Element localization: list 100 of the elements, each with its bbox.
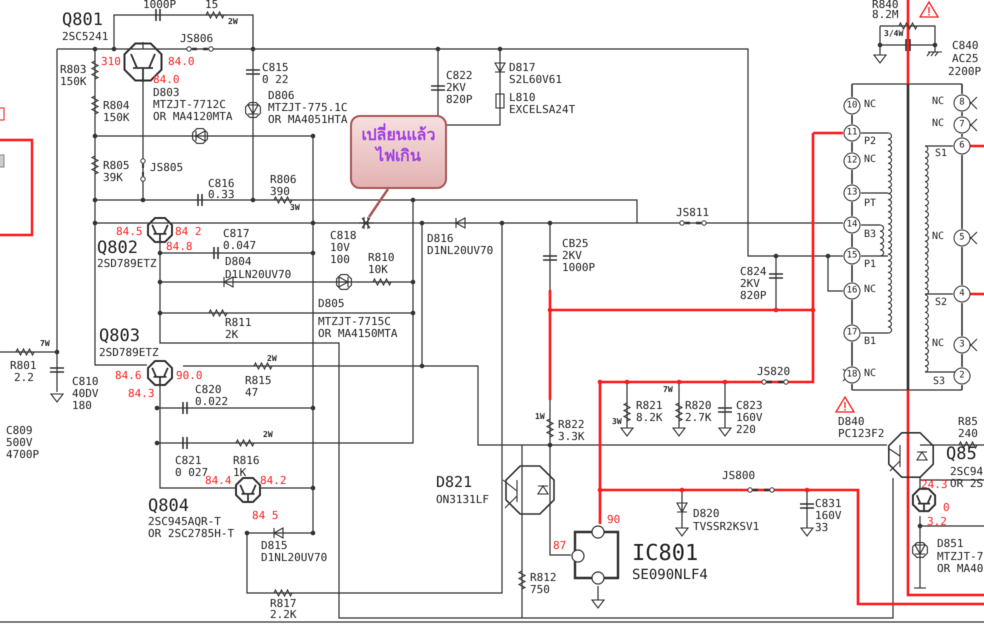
pin-number: 18 [844,366,860,384]
wattage-label: 2W [263,431,273,439]
part-label: 2SD789ETZ [97,258,157,269]
part-label: 10V [330,242,350,253]
part-label: D1NL20UV70 [427,245,494,256]
part-label: 2.7K [685,412,712,423]
pin-number: 16 [844,282,860,300]
part-label: D816 [427,233,454,244]
wattage-label: 3W [290,204,300,212]
part-label: TVSSR2KSV1 [693,521,760,532]
voltage-reading: 84 5 [252,510,278,521]
part-label: R803 [60,64,86,75]
part-label: JS806 [180,33,214,44]
part-label: 2KV [562,250,582,261]
winding-label: P1 [864,260,876,270]
part-label: 47 [245,387,258,398]
winding-label: S3 [933,377,946,387]
part-label: IC801 [632,543,698,565]
part-label: 2KV [740,278,760,289]
part-label: C822 [446,70,472,81]
part-label: R801 [10,360,36,371]
winding-label: S1 [935,149,948,159]
callout-bubble: เปลี่ยนแล้วไฟเกิน [350,115,447,189]
pin-number: 2 [954,368,970,384]
part-label: C815 [262,62,288,73]
part-label: 4700P [6,449,40,460]
part-label: C816 [208,178,234,189]
part-label: ON3131LF [436,494,489,505]
part-label: CB25 [562,238,588,249]
part-label: 240 [958,428,978,439]
part-label: C818 [330,230,356,241]
winding-label: NC [864,155,876,165]
pin-number: 10 [844,98,860,114]
part-label: OR MA4051HTA [268,114,348,125]
part-label: 2SC5241 [62,31,108,42]
part-label: 160V [815,510,842,521]
part-label: OR MA4150MTA [318,328,398,339]
part-label: 820P [446,94,472,105]
pin-number: 13 [844,184,860,202]
part-label: R822 [558,419,584,430]
part-label: D806 [268,90,294,101]
part-label: L810 [509,92,536,103]
winding-label: NC [864,369,876,379]
wattage-label: 2W [267,355,277,363]
part-label: OR 2S [950,478,984,489]
voltage-reading: 90.0 [176,370,202,381]
part-label: JS820 [757,366,790,377]
part-label: 2SC94 [950,466,984,477]
part-label: R85 [958,416,978,427]
part-label: Q802 [97,240,138,257]
part-label: 2K [225,329,238,340]
part-label: D1LN20UV70 [225,269,292,280]
part-label: SE090NLF4 [632,568,708,582]
part-label: R821 [636,400,662,411]
part-label: 2SC945AQR-T [148,516,221,527]
part-label: R805 [103,160,130,171]
voltage-reading: 84.4 [205,475,232,486]
part-label: 10K [368,264,388,275]
part-label: 33 [815,522,828,533]
winding-label: NC [864,100,876,110]
part-label: D804 [225,256,252,267]
part-label: 500V [6,437,32,448]
part-label: 150K [60,76,86,87]
wattage-label: 3W [612,418,622,426]
part-label: OR MA4120MTA [153,111,232,122]
part-label: 1K [233,467,246,478]
part-label: AC25 [952,53,978,64]
part-label: D820 [693,508,720,519]
part-label: D805 [318,298,344,309]
voltage-reading: 90 [607,514,620,525]
part-label: 390 [270,186,290,197]
voltage-reading: 84.0 [153,74,180,85]
part-label: JS811 [676,207,710,218]
winding-label: P2 [864,137,876,147]
part-label: 3.3K [558,431,584,442]
part-label: D817 [509,62,536,73]
wattage-label: 3/4W [884,30,904,38]
part-label: C840 [952,40,978,51]
part-label: MTZJT-7712C [153,99,226,110]
pin-number: 11 [844,124,860,142]
part-label: D840 [838,416,864,427]
leader-line [368,188,390,218]
part-label: D821 [436,475,472,490]
part-label: 0 22 [262,74,288,85]
winding-label: NC [932,232,944,242]
part-label: EXCELSA24T [509,104,576,115]
wattage-label: 2W [228,18,238,26]
part-label: 1000P [562,262,596,273]
part-label: R806 [270,174,296,185]
part-label: PC123F2 [838,428,884,439]
part-label: C810 [72,376,98,387]
voltage-reading: 84.3 [128,388,154,399]
part-label: 150K [103,112,130,123]
voltage-reading: 84.0 [168,56,194,67]
part-label: MTZJT-775.1C [268,102,348,113]
part-label: C823 [736,400,762,411]
pin-number: 4 [954,286,970,302]
part-label: 0.047 [223,240,256,251]
part-label: D803 [153,87,180,98]
part-label: R840 [872,0,898,10]
